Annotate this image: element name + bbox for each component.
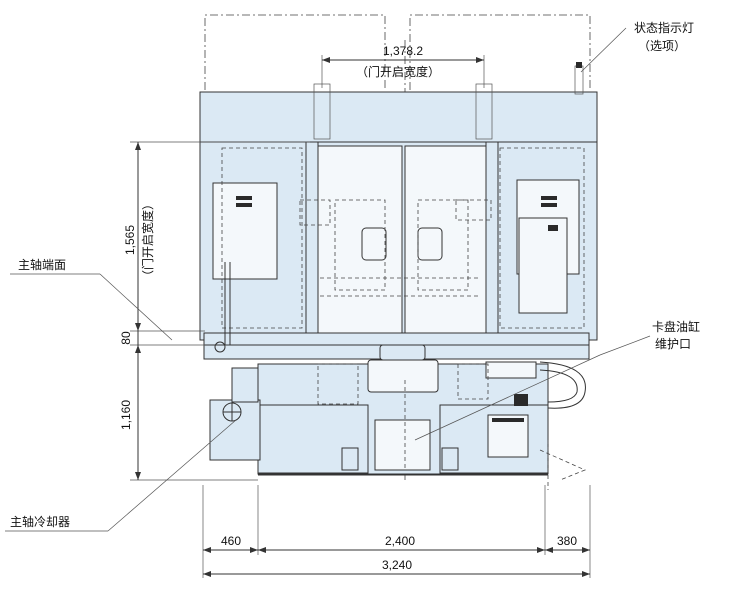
callout-status-light: 状态指示灯 （选项） xyxy=(580,20,694,73)
dim-vertical-left: 1,565 （门开启宽度） 80 1,160 xyxy=(119,141,310,481)
dim-door-width: 1,378.2 （门开启宽度） xyxy=(321,44,485,88)
machine-lower-base xyxy=(209,344,587,490)
dim-80: 80 xyxy=(119,331,133,345)
dim-2400: 2,400 xyxy=(385,534,415,548)
callout-spindle-cooler: 主轴冷却器 xyxy=(5,419,237,532)
spindle-face-label: 主轴端面 xyxy=(18,257,66,272)
dim-door-width-value: 1,378.2 xyxy=(383,44,423,58)
spindle-cooler-label: 主轴冷却器 xyxy=(10,514,70,529)
dim-door-height-text: （门开启宽度） xyxy=(140,198,155,282)
status-light-option: （选项） xyxy=(638,39,686,53)
dim-460: 460 xyxy=(221,534,241,548)
callout-chuck-cylinder: 卡盘油缸 维护口 xyxy=(414,319,700,441)
dim-door-width-text: （门开启宽度） xyxy=(356,64,440,79)
callout-spindle-face: 主轴端面 xyxy=(10,257,173,341)
machine-upper-body xyxy=(199,62,598,360)
chuck-cylinder-line1: 卡盘油缸 xyxy=(652,319,700,334)
status-light-label: 状态指示灯 xyxy=(634,20,694,35)
dim-1160: 1,160 xyxy=(119,400,133,430)
dim-3240: 3,240 xyxy=(382,558,412,572)
dim-horizontal-bottom: 460 2,400 380 3,240 xyxy=(202,485,591,578)
chuck-cylinder-line2: 维护口 xyxy=(655,337,691,351)
dim-380: 380 xyxy=(557,534,577,548)
dim-door-height-value: 1,565 xyxy=(123,225,137,255)
